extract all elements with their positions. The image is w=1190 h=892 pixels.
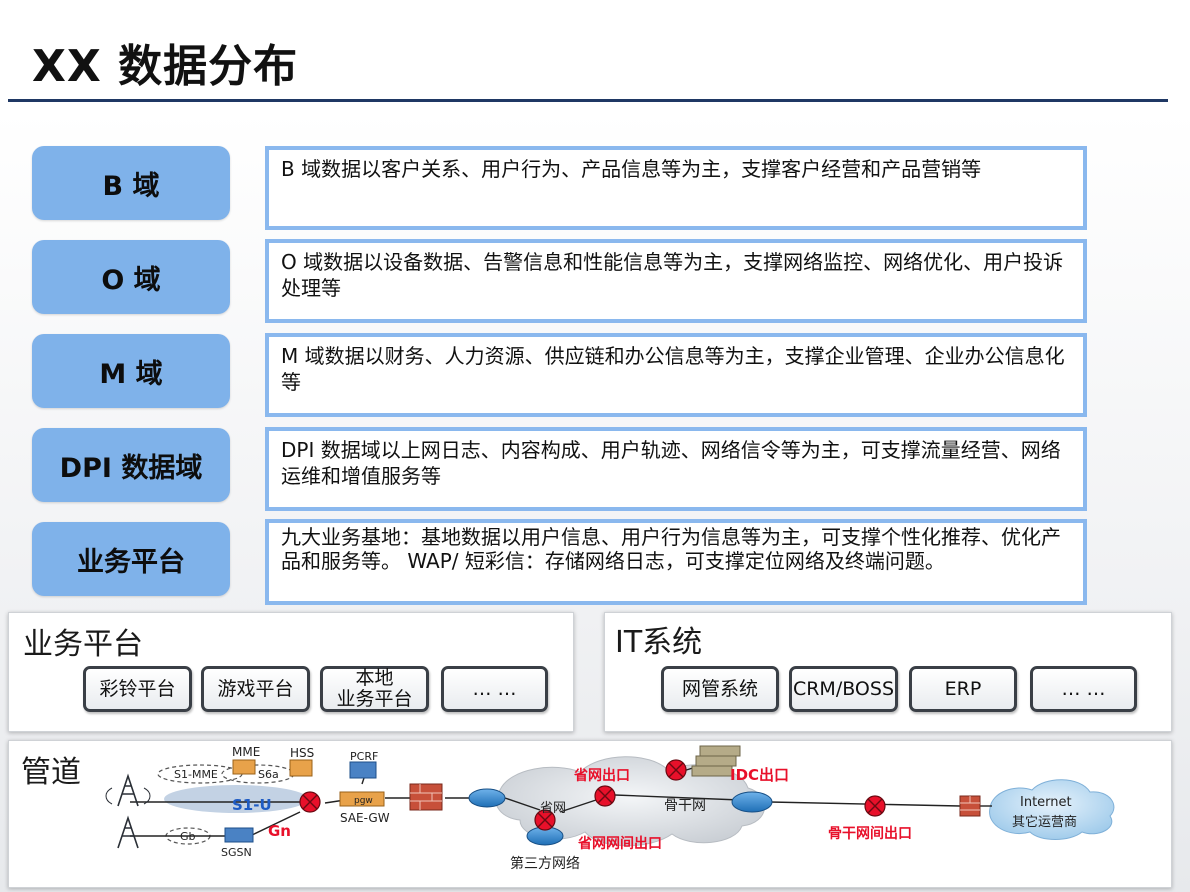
domain-desc-b: B 域数据以客户关系、用户行为、产品信息等为主，支撑客户经营和产品营销等	[265, 146, 1087, 230]
province-exit-label: 省网出口	[573, 767, 630, 784]
domain-desc-business: 九大业务基地：基地数据以用户信息、用户行为信息等为主，可支撑个性化推荐、优化产品…	[265, 519, 1087, 605]
hss-server-icon	[289, 759, 313, 777]
it-system-title: IT系统	[615, 625, 703, 660]
base-station-icon	[117, 815, 139, 849]
pcrf-icon	[349, 761, 377, 779]
domain-desc-o: O 域数据以设备数据、告警信息和性能信息等为主，支撑网络监控、网络优化、用户投诉…	[265, 239, 1087, 323]
local-business-platform-box: 本地 业务平台	[320, 666, 429, 712]
internet-label: Internet	[1020, 795, 1072, 810]
router-icon	[731, 791, 773, 813]
domain-label-business: 业务平台	[32, 522, 230, 596]
gb-label: Gb	[180, 830, 196, 843]
province-net-label: 省网	[540, 801, 566, 816]
third-party-label: 第三方网络	[510, 855, 580, 872]
mme-server-icon	[232, 759, 256, 775]
sgsn-icon	[224, 827, 254, 843]
domain-label-m: M 域	[32, 334, 230, 408]
s1-mme-label: S1-MME	[174, 768, 218, 781]
business-platform-title: 业务平台	[23, 627, 143, 662]
sgsn-label: SGSN	[221, 846, 252, 859]
crm-boss-box: CRM/BOSS	[789, 666, 898, 712]
firewall-icon	[959, 795, 981, 817]
erp-box: ERP	[909, 666, 1017, 712]
province-inter-exit-label: 省网网间出口	[577, 835, 662, 852]
other-carriers-label: 其它运营商	[1012, 814, 1077, 830]
page-title: XX 数据分布	[32, 41, 299, 92]
domain-label-o: O 域	[32, 240, 230, 314]
more-it-box: … …	[1030, 666, 1137, 712]
idc-server-icon	[691, 745, 741, 777]
pcrf-label: PCRF	[350, 750, 378, 763]
it-system-panel: IT系统 网管系统 CRM/BOSS ERP … …	[604, 612, 1172, 732]
s1-u-label: S1-U	[232, 796, 272, 814]
domain-desc-m: M 域数据以财务、人力资源、供应链和办公信息等为主，支撑企业管理、企业办公信息化…	[265, 333, 1087, 417]
router-icon	[468, 788, 506, 808]
domain-desc-dpi: DPI 数据域以上网日志、内容构成、用户轨迹、网络信令等为主，可支撑流量经营、网…	[265, 427, 1087, 511]
domain-label-b: B 域	[32, 146, 230, 220]
gn-label: Gn	[268, 822, 291, 840]
hss-label: HSS	[290, 746, 314, 760]
domain-label-dpi: DPI 数据域	[32, 428, 230, 502]
s6a-label: S6a	[258, 768, 279, 781]
firewall-icon	[409, 783, 443, 811]
ran-cloud	[164, 785, 308, 813]
business-platform-panel: 业务平台 彩铃平台 游戏平台 本地 业务平台 … …	[8, 612, 574, 732]
idc-exit-label: IDC出口	[730, 766, 789, 784]
title-divider	[8, 99, 1168, 102]
mme-label: MME	[232, 745, 260, 759]
pgw-label: pgw	[354, 796, 373, 806]
nms-system-box: 网管系统	[661, 666, 779, 712]
backbone-inter-exit-label: 骨干网间出口	[828, 825, 912, 842]
pipeline-title: 管道	[21, 755, 81, 790]
exit-marker-crosses	[302, 762, 883, 828]
more-business-box: … …	[441, 666, 548, 712]
ringtone-platform-box: 彩铃平台	[83, 666, 192, 712]
sae-gw-label: SAE-GW	[340, 811, 390, 825]
game-platform-box: 游戏平台	[201, 666, 310, 712]
sae-gw-icon	[339, 791, 385, 807]
internet-cloud	[989, 779, 1115, 840]
backbone-label: 骨干网	[664, 798, 706, 814]
base-station-icon	[105, 773, 151, 807]
